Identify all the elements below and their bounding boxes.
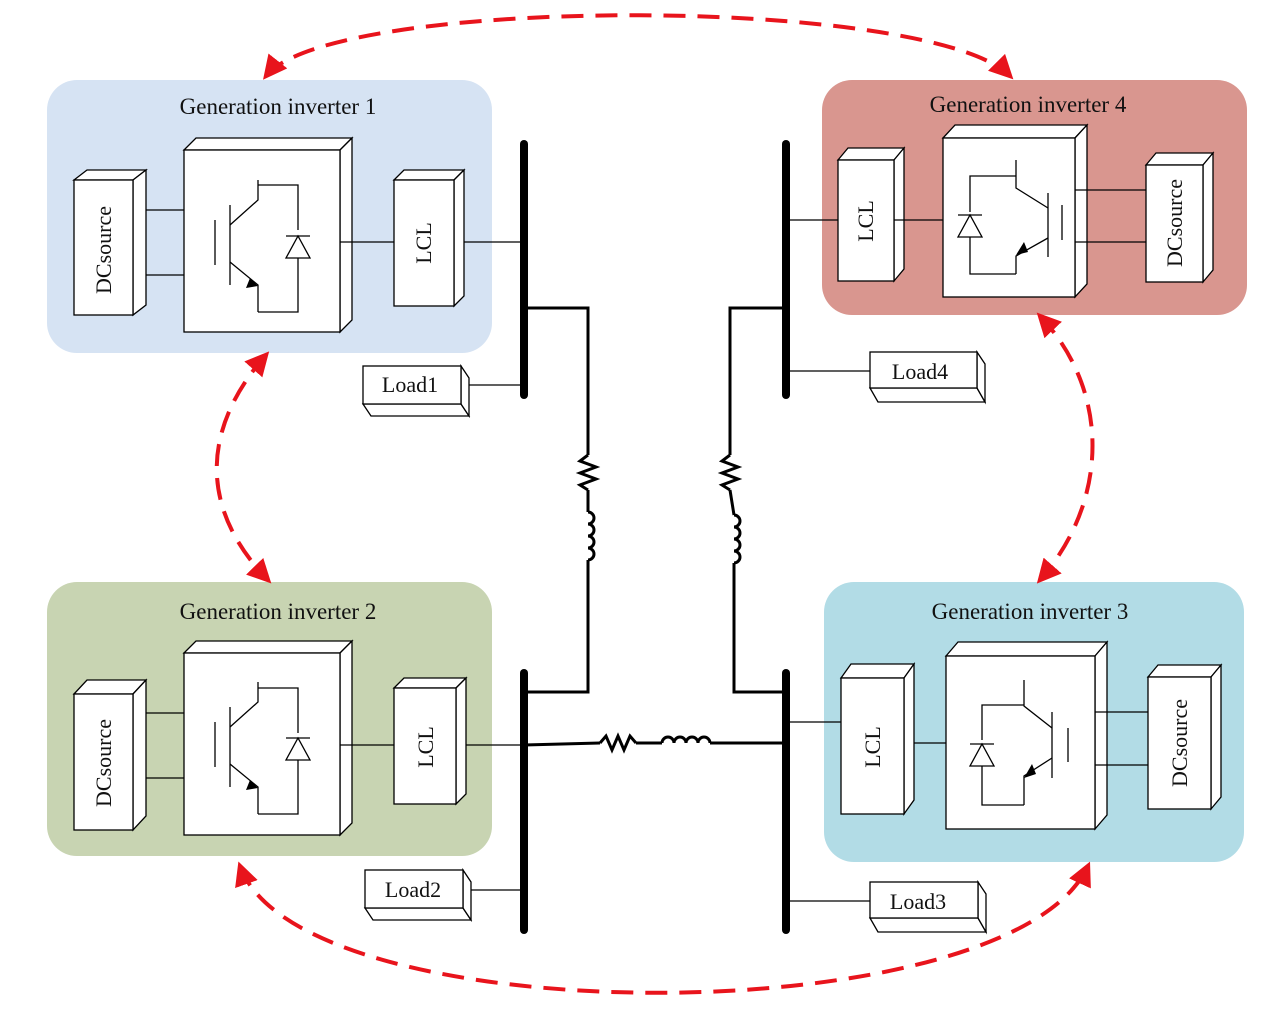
comm-link-2-3 bbox=[235, 861, 1091, 995]
inverter-4-title: Generation inverter 4 bbox=[930, 92, 1127, 117]
inverter-4-wiring bbox=[786, 160, 1146, 275]
inverter-3-wiring bbox=[786, 680, 1148, 806]
inverter-2-igbt-arrow-icon bbox=[246, 780, 258, 790]
load-3-label: Load3 bbox=[890, 889, 946, 914]
comm-link-1-4 bbox=[263, 13, 1014, 80]
bus-bars bbox=[520, 140, 790, 934]
comm-link-4-3 bbox=[1036, 312, 1095, 584]
inverter-2-lcl-label: LCL bbox=[413, 726, 438, 768]
inverter-1-wiring bbox=[146, 180, 524, 313]
inverter-1-dc-label: DCsource bbox=[91, 206, 116, 294]
comm-link-1-2 bbox=[214, 351, 272, 584]
inverter-2-wiring bbox=[146, 682, 524, 815]
inverter-2-title: Generation inverter 2 bbox=[180, 599, 377, 624]
load-4 bbox=[786, 349, 987, 405]
load-4-label: Load4 bbox=[892, 359, 948, 384]
inverter-2-block bbox=[72, 639, 468, 837]
inverter-2-dc-label: DCsource bbox=[91, 719, 116, 807]
inverter-1-igbt-arrow-icon bbox=[246, 278, 258, 288]
inverter-4-dc-label: DCsource bbox=[1162, 179, 1187, 267]
load-1-label: Load1 bbox=[382, 372, 438, 397]
load-2-label: Load2 bbox=[385, 877, 441, 902]
inverter-3-block bbox=[839, 640, 1223, 831]
inverter-1-block bbox=[72, 136, 466, 334]
inverter-3-title: Generation inverter 3 bbox=[932, 599, 1129, 624]
inverter-1-lcl-label: LCL bbox=[411, 222, 436, 264]
inverter-3-igbt-arrow-icon bbox=[1024, 764, 1036, 778]
inverter-4-block bbox=[836, 123, 1215, 299]
inverter-4-igbt-arrow-icon bbox=[1016, 242, 1028, 255]
load-3 bbox=[786, 879, 988, 935]
communication-links bbox=[214, 13, 1095, 995]
inverter-3-dc-label: DCsource bbox=[1167, 699, 1192, 787]
inverter-1-title: Generation inverter 1 bbox=[180, 94, 377, 119]
load-1 bbox=[361, 363, 524, 419]
inverter-4-lcl-label: LCL bbox=[853, 200, 878, 242]
inverter-3-lcl-label: LCL bbox=[860, 726, 885, 768]
line-impedances bbox=[523, 306, 786, 754]
